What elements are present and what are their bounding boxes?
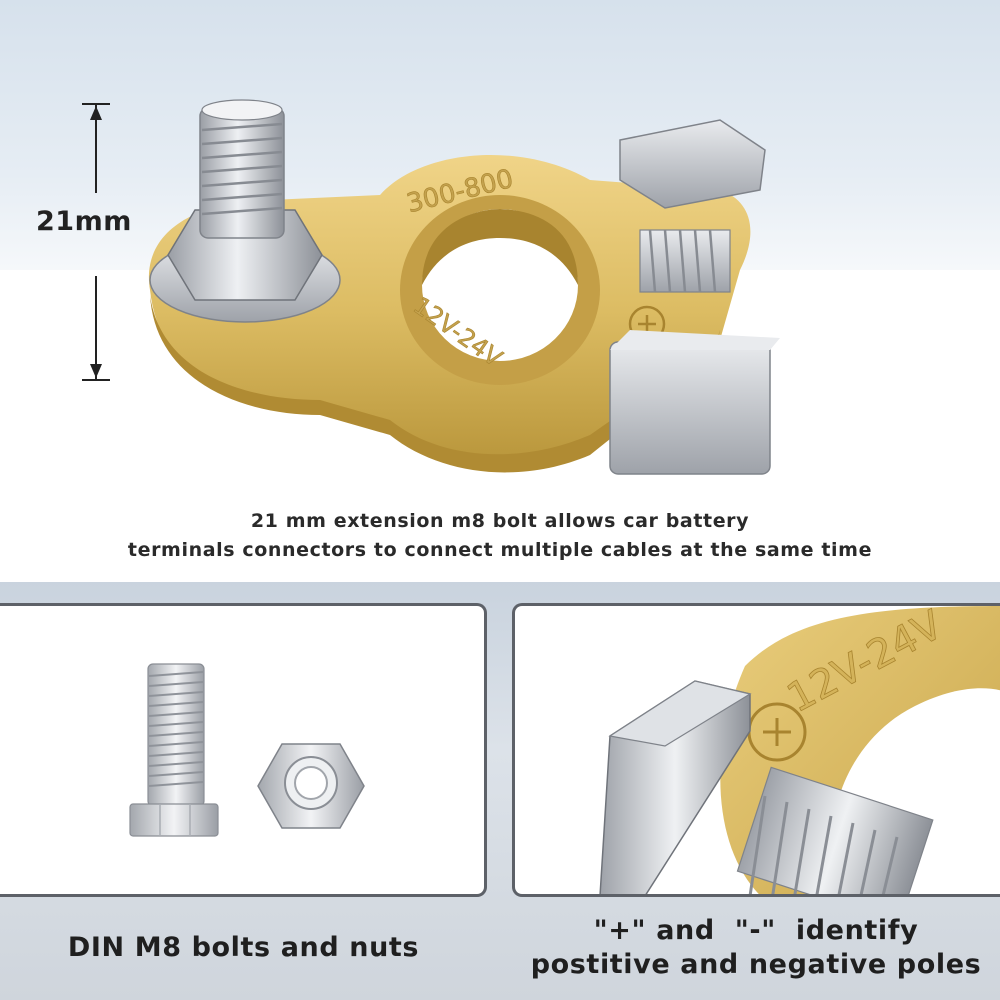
hero-caption-line-2: terminals connectors to connect multiple… (127, 539, 873, 561)
caption-pole-marking: "+" and "-" identify postitive and negat… (512, 914, 1000, 982)
m8-bolt (199, 99, 285, 239)
pole-marking-image: 12V-24V (599, 606, 1000, 894)
dimension-label: 21mm (36, 206, 132, 237)
clamp-screw (609, 119, 780, 475)
caption-pole-line-1: "+" and "-" identify (593, 915, 919, 946)
bolt-nut-image (129, 663, 365, 837)
bolt-icon (129, 663, 219, 837)
dimension-arrow (82, 103, 110, 381)
clamp-screw-closeup (599, 680, 934, 894)
hero-caption-line-1: 21 mm extension m8 bolt allows car batte… (250, 510, 750, 532)
caption-bolts-nuts: DIN M8 bolts and nuts (67, 932, 420, 963)
caption-pole-line-2: postitive and negative poles (530, 949, 982, 980)
hex-nut-icon (257, 743, 365, 829)
card-bolts-nuts (0, 603, 487, 897)
card-pole-marking: 12V-24V (512, 603, 1000, 897)
battery-terminal-image: 300-800 12V-24V (148, 99, 780, 475)
